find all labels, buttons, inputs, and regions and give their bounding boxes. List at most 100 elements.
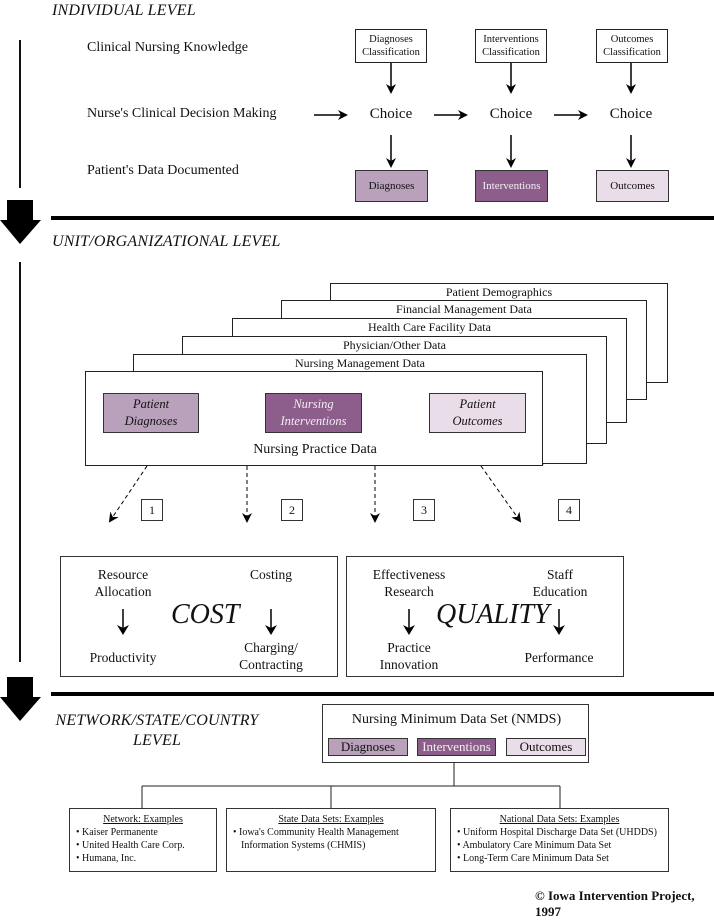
- dashed-arrows: [108, 465, 522, 523]
- cost-arrows: [117, 609, 277, 635]
- timeline-line-2: [19, 262, 21, 662]
- classification-line1: Diagnoses: [369, 34, 413, 45]
- level-divider: [51, 216, 714, 220]
- example-item: • Uniform Hospital Discharge Data Set (U…: [457, 827, 657, 838]
- practice-box-diagnoses: Patient Diagnoses: [103, 393, 199, 433]
- documented-interventions: Interventions: [475, 170, 548, 202]
- practice-box-line1: Nursing: [293, 397, 334, 411]
- network-level-title-line1: NETWORK/STATE/COUNTRY: [55, 712, 259, 729]
- row-label-knowledge: Clinical Nursing Knowledge: [87, 40, 248, 55]
- cost-item-line: Charging/: [244, 640, 298, 655]
- national-examples-box: National Data Sets: Examples • Uniform H…: [450, 808, 669, 872]
- classification-box-outcomes: Outcomes Classification: [596, 29, 668, 63]
- classification-line1: Outcomes: [610, 34, 654, 45]
- row-label-documented: Patient's Data Documented: [87, 163, 239, 178]
- examples-title: Network: Examples: [103, 814, 183, 825]
- nmds-interventions: Interventions: [417, 738, 496, 756]
- quality-staff-education: Staff Education: [515, 566, 605, 600]
- nmds-title: Nursing Minimum Data Set (NMDS): [351, 712, 562, 727]
- practice-box-line1: Patient: [132, 397, 170, 411]
- network-level-title: NETWORK/STATE/COUNTRY LEVEL: [52, 711, 262, 751]
- cost-item-line: Resource: [97, 567, 149, 582]
- practice-box-line2: Outcomes: [452, 414, 503, 428]
- unit-level-title: UNIT/ORGANIZATIONAL LEVEL: [52, 233, 281, 250]
- cost-charging-contracting: Charging/ Contracting: [221, 639, 321, 673]
- practice-box-line2: Diagnoses: [124, 414, 178, 428]
- documented-outcomes: Outcomes: [596, 170, 669, 202]
- state-examples-box: State Data Sets: Examples • Iowa's Commu…: [226, 808, 436, 872]
- network-examples-box: Network: Examples • Kaiser Permanente • …: [69, 808, 217, 872]
- quality-item-line: Research: [384, 584, 434, 599]
- example-item: Information Systems (CHMIS): [241, 840, 366, 851]
- number-box-4: 4: [558, 499, 580, 521]
- quality-box: Effectiveness Research Practice Innovati…: [346, 556, 624, 677]
- choice-diagnoses: Choice: [369, 106, 413, 122]
- classification-box-diagnoses: Diagnoses Classification: [355, 29, 427, 63]
- example-item: • Kaiser Permanente: [76, 827, 158, 838]
- classification-line2: Classification: [362, 47, 420, 58]
- cost-box: Resource Allocation Productivity COST Co…: [60, 556, 338, 677]
- stack-layer-label: Health Care Facility Data: [368, 320, 491, 334]
- choice-interventions: Choice: [489, 106, 533, 122]
- stack-layer-label: Nursing Management Data: [295, 356, 425, 370]
- example-item: • United Health Care Corp.: [76, 840, 185, 851]
- stack-layer-label: Financial Management Data: [396, 302, 532, 316]
- classification-line2: Classification: [603, 47, 661, 58]
- nmds-box: Nursing Minimum Data Set (NMDS) Diagnose…: [322, 704, 589, 763]
- individual-level-title: INDIVIDUAL LEVEL: [52, 2, 196, 19]
- arrowhead: [117, 625, 129, 635]
- quality-performance: Performance: [524, 650, 594, 665]
- stack-layer-label: Patient Demographics: [445, 285, 553, 299]
- quality-item-line: Innovation: [379, 657, 439, 672]
- copyright-notice: © Iowa Intervention Project, 1997: [535, 888, 695, 919]
- individual-arrows: [314, 63, 636, 168]
- dashed-arrow-4: [480, 465, 522, 523]
- example-item: • Long-Term Care Minimum Data Set: [457, 853, 609, 864]
- quality-item-line: Effectiveness: [372, 567, 446, 582]
- nmds-diagnoses: Diagnoses: [328, 738, 408, 756]
- cost-productivity: Productivity: [89, 650, 157, 665]
- documented-diagnoses: Diagnoses: [355, 170, 428, 202]
- practice-box-outcomes: Patient Outcomes: [429, 393, 526, 433]
- nursing-practice-data: Patient Diagnoses Nursing Interventions …: [85, 371, 543, 466]
- row-label-decision: Nurse's Clinical Decision Making: [87, 106, 277, 121]
- cost-item-line: Allocation: [94, 584, 152, 599]
- quality-effectiveness-research: Effectiveness Research: [361, 566, 457, 600]
- quality-title: QUALITY: [436, 599, 550, 630]
- examples-title: National Data Sets: Examples: [499, 814, 620, 825]
- quality-practice-innovation: Practice Innovation: [361, 639, 457, 673]
- number-box-1: 1: [141, 499, 163, 521]
- examples-title: State Data Sets: Examples: [278, 814, 384, 825]
- classification-line1: Interventions: [483, 34, 539, 45]
- arrowhead: [553, 625, 565, 635]
- example-item: • Ambulatory Care Minimum Data Set: [457, 840, 612, 851]
- network-level-title-line2: LEVEL: [132, 732, 182, 749]
- example-item: • Iowa's Community Health Management: [233, 827, 399, 838]
- cost-resource-allocation: Resource Allocation: [81, 566, 165, 600]
- number-box-2: 2: [281, 499, 303, 521]
- arrowhead: [265, 625, 277, 635]
- practice-box-interventions: Nursing Interventions: [265, 393, 362, 433]
- example-item: • Humana, Inc.: [76, 853, 137, 864]
- down-arrow-icon: [0, 677, 41, 721]
- stack-layer-label: Physician/Other Data: [343, 338, 446, 352]
- practice-box-line1: Patient: [459, 397, 496, 411]
- quality-item-line: Education: [532, 584, 588, 599]
- quality-item-line: Practice: [387, 640, 431, 655]
- timeline-line-1: [19, 40, 21, 188]
- number-box-3: 3: [413, 499, 435, 521]
- tree-connectors: [141, 763, 561, 808]
- classification-line2: Classification: [482, 47, 540, 58]
- cost-title: COST: [171, 599, 240, 630]
- cost-item-line: Contracting: [239, 657, 303, 672]
- classification-box-interventions: Interventions Classification: [475, 29, 547, 63]
- cost-costing: Costing: [249, 567, 292, 582]
- practice-box-line2: Interventions: [280, 414, 347, 428]
- nmds-outcomes: Outcomes: [506, 738, 586, 756]
- arrowhead: [403, 625, 415, 635]
- level-divider: [51, 692, 714, 696]
- choice-outcomes: Choice: [609, 106, 653, 122]
- down-arrow-icon: [0, 200, 41, 244]
- quality-arrows: [403, 609, 565, 635]
- quality-item-line: Staff: [547, 567, 573, 582]
